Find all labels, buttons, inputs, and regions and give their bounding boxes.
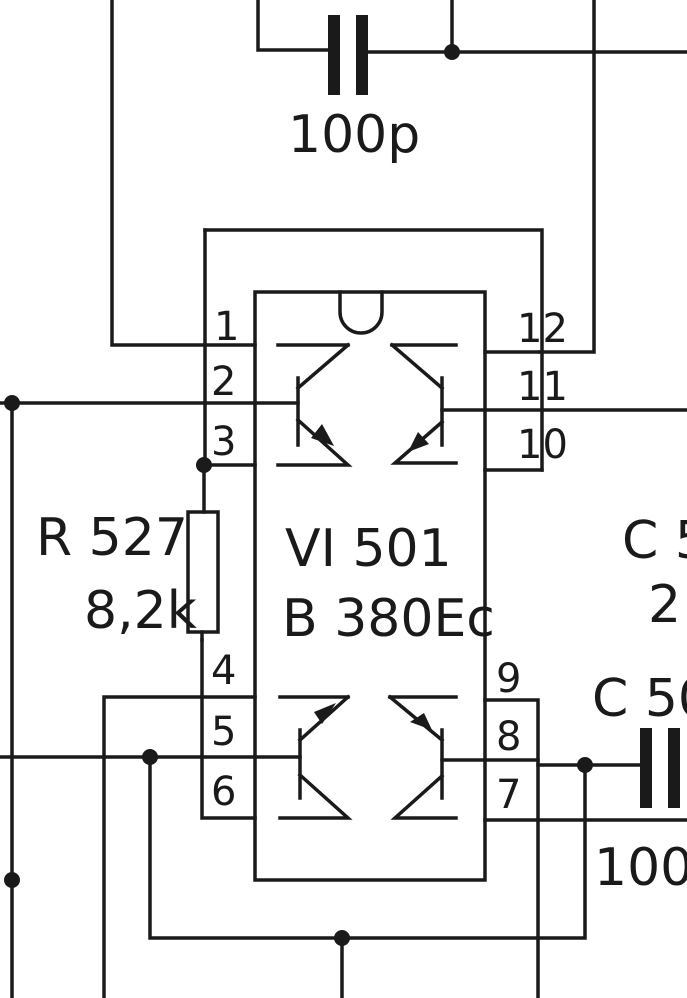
pin-2-label: 2: [211, 359, 236, 405]
pin-11-label: 11: [517, 364, 568, 410]
wire-pin1-feed: [110, 0, 207, 347]
pin-6-label: 6: [211, 769, 236, 815]
pin-10-label: 10: [517, 422, 568, 468]
capacitor-upper-right-value: 2: [648, 575, 681, 635]
ic-part-label: B 380Ec: [282, 589, 495, 649]
resistor-ref: R 527: [36, 508, 188, 568]
pin-labels: 1 2 3 4 5 6 7 8 9 10 11 12: [211, 304, 568, 818]
transistor-lower-right: [387, 694, 458, 820]
frame-upper-top: [203, 228, 544, 472]
pin-5-label: 5: [211, 709, 236, 755]
capacitor-100p: 100p: [256, 0, 687, 165]
capacitor-top-value: 100p: [288, 105, 420, 165]
pin-7-label: 7: [496, 772, 521, 818]
capacitor-upper-right-ref: C 5: [622, 511, 687, 571]
pin-1-label: 1: [214, 304, 239, 350]
wire-bottom-loop: [148, 755, 587, 940]
capacitor-right-ref: C 50: [592, 669, 687, 729]
wire-pin4: [102, 695, 204, 998]
frame-lower-left: [200, 638, 257, 820]
pin-4-label: 4: [211, 648, 236, 694]
pin-12-label: 12: [517, 306, 568, 352]
frame-lower-right: [483, 698, 540, 998]
pin-3-label: 3: [211, 419, 236, 465]
pin-8-label: 8: [496, 714, 521, 760]
transistor-lower-left: [278, 694, 353, 820]
capacitor-right-c50: C 50 100: [536, 669, 687, 898]
capacitor-right-value: 100: [594, 838, 687, 898]
resistor-value: 8,2k: [84, 581, 197, 641]
wire-pin12-feed: [538, 0, 596, 354]
transistor-upper-left: [276, 342, 353, 467]
pin-9-label: 9: [496, 656, 521, 702]
ic-ref-label: VI 501: [285, 519, 452, 579]
resistor-r527: R 527 8,2k: [36, 457, 220, 642]
ic-body-vi501: [253, 290, 487, 882]
transistor-upper-right: [389, 342, 458, 465]
